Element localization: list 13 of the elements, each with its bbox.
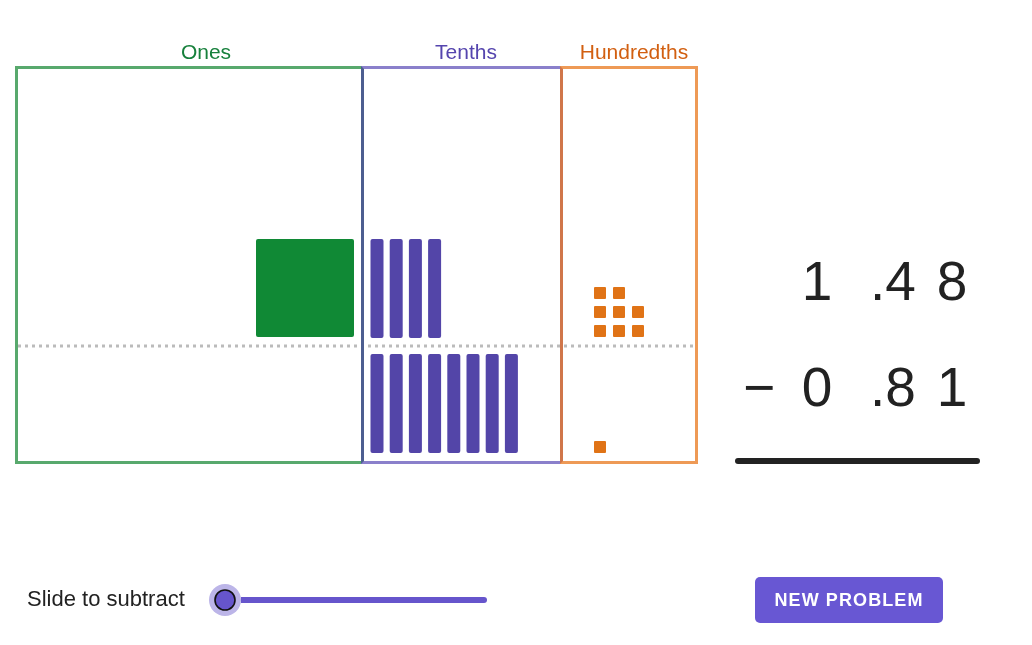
column-heading: Ones — [180, 41, 232, 62]
slider-label: Slide to subtract — [27, 588, 185, 610]
decimal-digit: .4 — [870, 254, 916, 309]
digit: 0 — [801, 360, 833, 415]
minus-sign: − — [742, 360, 776, 415]
digit: 1 — [936, 360, 968, 415]
column-heading: Hundredths — [579, 41, 689, 62]
digit: 1 — [801, 254, 833, 309]
ones-block — [256, 239, 354, 337]
new-problem-button: NEW PROBLEM — [755, 577, 943, 623]
column-heading: Tenths — [435, 41, 497, 62]
decimal-digit: .8 — [870, 360, 916, 415]
digit: 8 — [936, 254, 968, 309]
